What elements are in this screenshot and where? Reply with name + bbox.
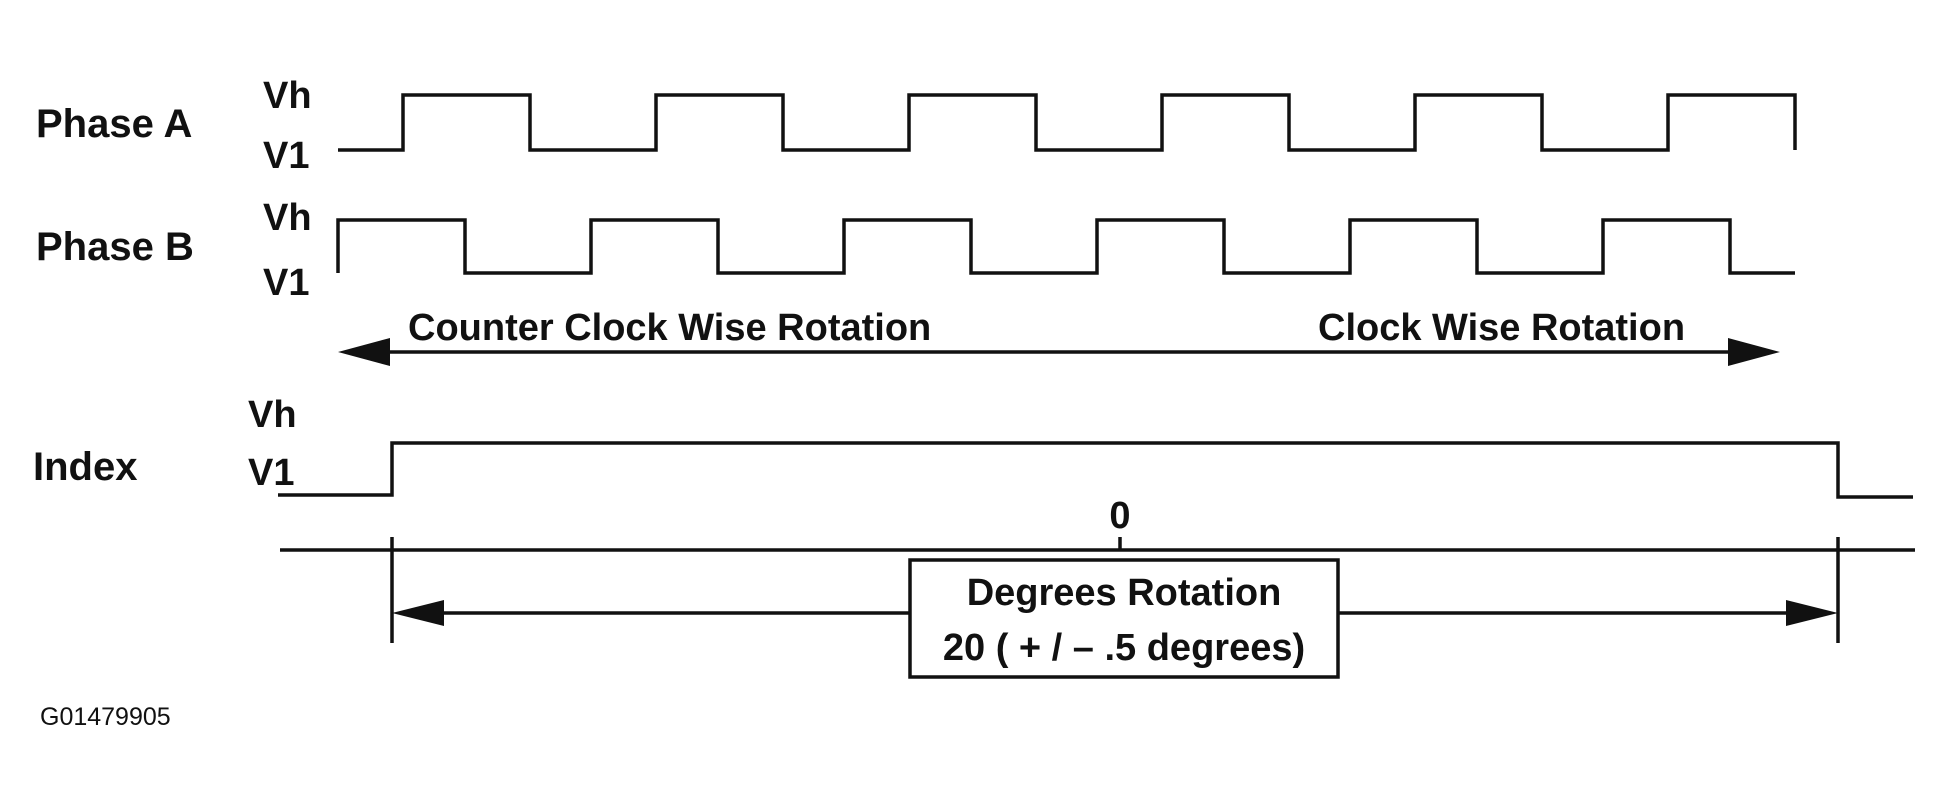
span-right-arrowhead <box>1786 600 1838 626</box>
phase-b-label: Phase B <box>36 225 194 269</box>
phase-a-vh-label: Vh <box>263 75 312 117</box>
phase-a-v1-label: V1 <box>263 135 309 177</box>
phase-b-vh-label: Vh <box>263 197 312 239</box>
degrees-rotation-title: Degrees Rotation <box>967 572 1282 614</box>
index-waveform <box>278 441 1913 499</box>
cw-rotation-label: Clock Wise Rotation <box>1318 307 1685 349</box>
phase-b-waveform <box>336 218 1795 275</box>
cw-arrowhead <box>1728 338 1780 366</box>
phase-a-label: Phase A <box>36 102 192 146</box>
degrees-tolerance-label: 20 ( + / – .5 degrees) <box>943 627 1305 669</box>
index-label: Index <box>33 445 137 489</box>
index-v1-label: V1 <box>248 452 294 494</box>
phase-b-v1-label: V1 <box>263 262 309 304</box>
figure-id: G01479905 <box>40 703 171 731</box>
ccw-arrowhead <box>338 338 390 366</box>
zero-degree-label: 0 <box>1109 495 1130 537</box>
degrees-rotation-box <box>908 558 1340 679</box>
index-vh-label: Vh <box>248 394 297 436</box>
ccw-rotation-label: Counter Clock Wise Rotation <box>408 307 931 349</box>
span-left-arrowhead <box>392 600 444 626</box>
phase-a-waveform <box>338 93 1797 152</box>
